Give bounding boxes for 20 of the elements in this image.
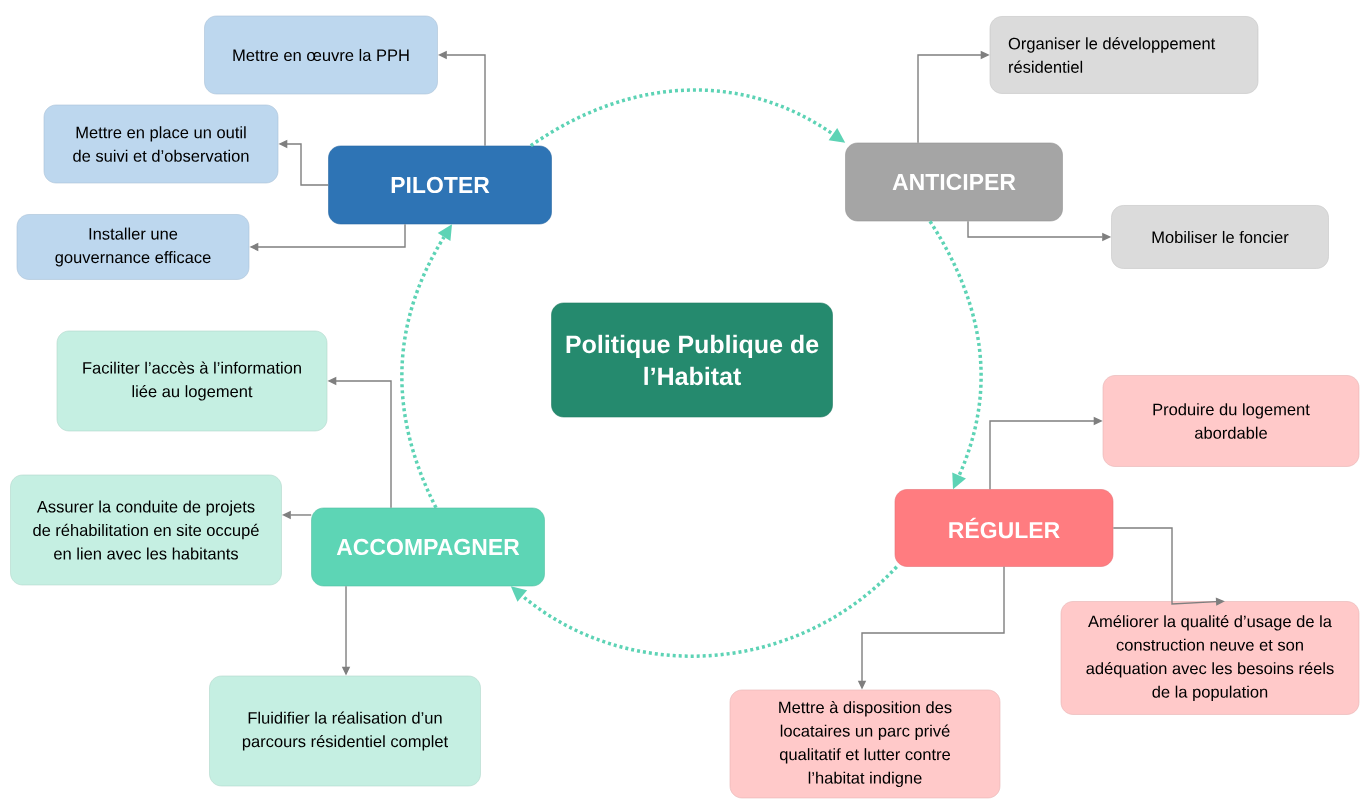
action-box: Mettre à disposition des locataires un parc privé qualitatif et lutter contre l’habitat indigne xyxy=(729,689,1001,799)
action-box: Installer une gouvernance efficace xyxy=(16,214,250,280)
category-box: RÉGULER xyxy=(894,489,1114,567)
action-box: Mettre en place un outil de suivi et d’observation xyxy=(43,104,279,184)
title-box: Politique Publique de l’Habitat xyxy=(551,302,833,418)
arrow xyxy=(400,224,452,509)
action-box: Faciliter l’accès à l’information liée au logement xyxy=(56,330,328,432)
arrow xyxy=(529,88,846,148)
action-box: Organiser le développement résidentiel xyxy=(989,16,1259,94)
action-box: Fluidifier la réalisation d’un parcours résidentiel complet xyxy=(209,675,481,787)
category-box: ACCOMPAGNER xyxy=(311,507,545,587)
action-box: Produire du logement abordable xyxy=(1102,375,1360,467)
action-box: Assurer la conduite de projets de réhabilitation en site occupé en lien avec les habitants xyxy=(10,474,282,586)
action-box: Améliorer la qualité d’usage de la construction neuve et son adéquation avec les besoins réels de la population xyxy=(1060,601,1360,715)
category-box: PILOTER xyxy=(328,145,552,225)
action-box: Mobiliser le foncier xyxy=(1111,205,1329,269)
action-box: Mettre en œuvre la PPH xyxy=(204,15,438,95)
category-box: ANTICIPER xyxy=(845,142,1063,222)
arrow xyxy=(510,565,898,658)
arrow xyxy=(928,220,983,490)
